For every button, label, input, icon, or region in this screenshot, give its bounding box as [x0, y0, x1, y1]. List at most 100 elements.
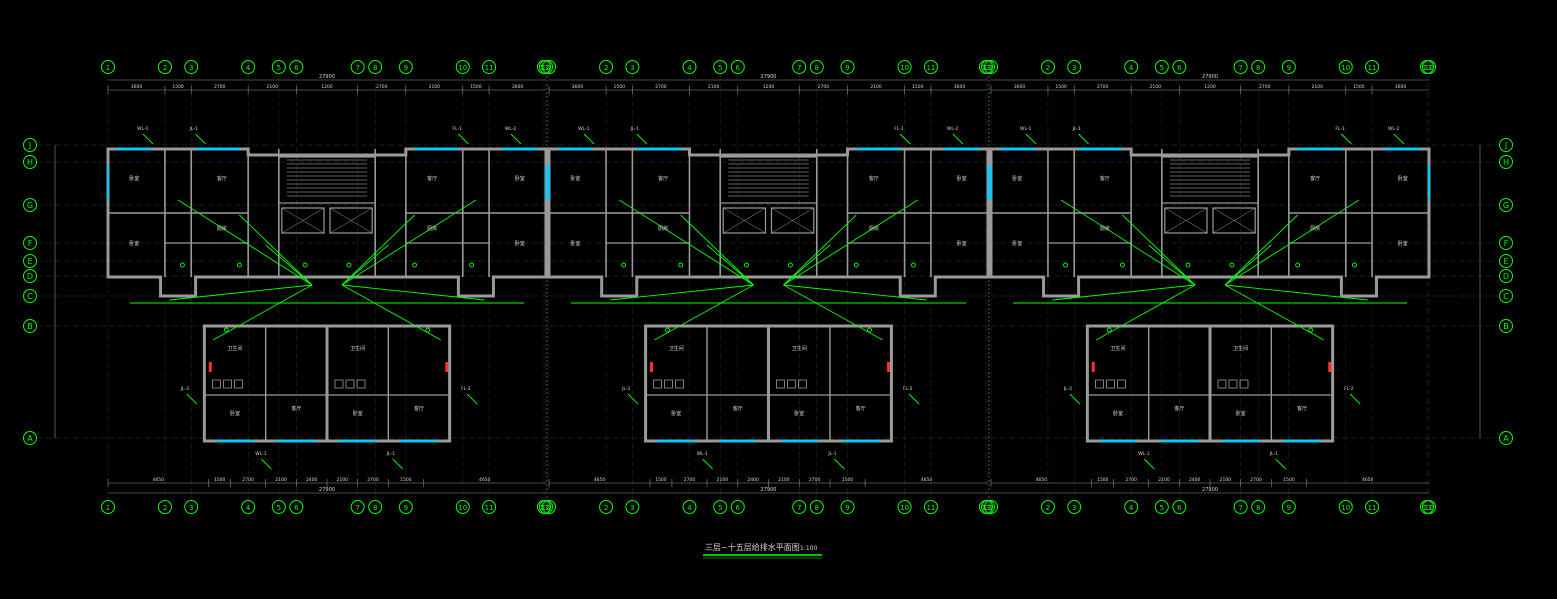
column-axis-bubble-top [398, 60, 413, 74]
elevator-cross [1212, 207, 1256, 234]
room-label: 卧室 [230, 410, 240, 417]
dim-text-total-top: 27900 [761, 74, 777, 80]
room-label: 客厅 [427, 175, 437, 182]
room-label: 卧室 [1012, 240, 1022, 247]
pipe-riser [1352, 262, 1357, 268]
column-axis-label-bottom: 13 [540, 504, 549, 512]
pipe-tag: WL-2 [505, 126, 517, 132]
row-axis-bubble-right [1499, 254, 1513, 268]
pipe-leader [1349, 393, 1361, 405]
room-label: 客厅 [217, 175, 227, 182]
column-axis-bubble-bottom [1040, 500, 1055, 514]
column-axis-label-top: 7 [797, 64, 801, 72]
dim-text-segment-bottom: 2100 [717, 477, 729, 483]
pipe-leader [1341, 133, 1352, 145]
room-label: 客厅 [658, 175, 668, 182]
row-axis-label: F [28, 239, 33, 248]
dim-text-segment-top: 3600 [512, 84, 524, 90]
row-axis-bubble-left [23, 236, 37, 250]
row-axis-label: D [1503, 272, 1509, 281]
pipe-tag: JL-1 [189, 126, 198, 132]
dim-text-segment-top: 1500 [172, 84, 184, 90]
pipe-leader [627, 393, 639, 405]
dim-text-segment-bottom: 1500 [842, 477, 854, 483]
dim-text-segment-bottom: 2400 [1189, 477, 1201, 483]
column-axis-label-top: 2 [1046, 64, 1050, 72]
pipe-leader [1069, 393, 1081, 405]
pipe-leader [899, 133, 911, 145]
water-pipe-run [1224, 284, 1325, 341]
pipe-tag: FL-1 [452, 126, 462, 132]
room-label: 卧室 [515, 240, 525, 247]
dim-text-segment-bottom: 2700 [809, 477, 821, 483]
column-axis-bubble-top [682, 60, 697, 74]
pipe-riser [236, 262, 242, 268]
row-axis-bubble-left [23, 431, 37, 445]
room-label: 客厅 [1100, 175, 1110, 182]
column-axis-label-top: 3 [630, 64, 634, 72]
water-pipe-run [1148, 244, 1196, 286]
column-axis-label-top: 9 [404, 64, 408, 72]
column-axis-bubble-bottom [809, 500, 824, 514]
column-axis-label-bottom: 2 [163, 504, 167, 512]
dim-text-segment-top: 2700 [376, 84, 388, 90]
dim-text-segment-top: 2100 [1150, 84, 1162, 90]
pipe-leader [1078, 133, 1089, 145]
exterior-wall-upper [547, 147, 990, 298]
column-axis-label-bottom: 1 [547, 504, 551, 512]
plumbing-fixture [664, 379, 673, 389]
pipe-leader [1143, 458, 1155, 470]
row-axis-label: E [1503, 257, 1508, 266]
room-label: 厨房 [427, 225, 437, 232]
plumbing-fixture [653, 379, 662, 389]
column-axis-label-top: 12 [984, 64, 993, 72]
column-axis-bubble-top [1251, 60, 1266, 74]
column-axis-bubble-top [537, 60, 551, 74]
plumbing-fixture [1228, 379, 1238, 389]
pipe-riser [180, 262, 185, 268]
column-axis-bubble-bottom [101, 500, 115, 514]
dim-text-segment-top: 3600 [954, 84, 966, 90]
room-label: 卧室 [353, 410, 363, 417]
column-axis-label-bottom: 2 [1046, 504, 1050, 512]
pipe-leader [636, 133, 648, 145]
column-axis-bubble-top [984, 60, 998, 74]
column-axis-label-bottom: 8 [815, 504, 819, 512]
dim-text-segment-top: 2100 [267, 84, 279, 90]
pipe-leader [1025, 133, 1037, 145]
column-axis-label-bottom: 6 [1177, 504, 1182, 512]
column-axis-label-bottom: 3 [1072, 504, 1076, 512]
pipe-riser [223, 327, 229, 333]
room-label: 厨房 [869, 225, 879, 232]
dim-text-segment-bottom: 4650 [479, 477, 491, 483]
room-label: 卧室 [794, 410, 804, 417]
plumbing-fixture [1117, 379, 1126, 389]
water-pipe-run [680, 214, 754, 286]
dim-text-segment-bottom: 4650 [594, 477, 606, 483]
column-axis-bubble-bottom [1154, 500, 1169, 514]
column-axis-bubble-bottom [1281, 500, 1296, 514]
pipe-riser [425, 327, 431, 333]
column-axis-label-bottom: 4 [687, 504, 692, 512]
dim-text-segment-top: 2700 [655, 84, 667, 90]
column-axis-label-bottom: 5 [277, 504, 281, 512]
pipe-tag: FL-2 [461, 386, 471, 392]
pipe-tag: WL-2 [1388, 126, 1400, 132]
dim-text-segment-bottom: 2700 [367, 477, 379, 483]
row-axis-label: A [27, 434, 33, 443]
column-axis-label-bottom: 4 [246, 504, 251, 512]
dim-text-segment-top: 2100 [870, 84, 882, 90]
column-axis-bubble-bottom [241, 500, 256, 514]
pipe-leader [142, 133, 154, 145]
elevator-shaft [1164, 207, 1208, 234]
fixture-accent [887, 362, 891, 372]
exterior-wall-lower-right [767, 324, 893, 443]
title-block: 三层~十五层给排水平面图 1:100 [703, 542, 822, 559]
water-pipe-run [169, 284, 313, 301]
pipe-riser [621, 262, 627, 268]
dim-text-total-bottom: 27900 [1202, 487, 1218, 493]
column-axis-bubble-bottom [1067, 500, 1082, 514]
row-axis-bubble-left [23, 269, 37, 283]
water-pipe-run [239, 214, 313, 286]
